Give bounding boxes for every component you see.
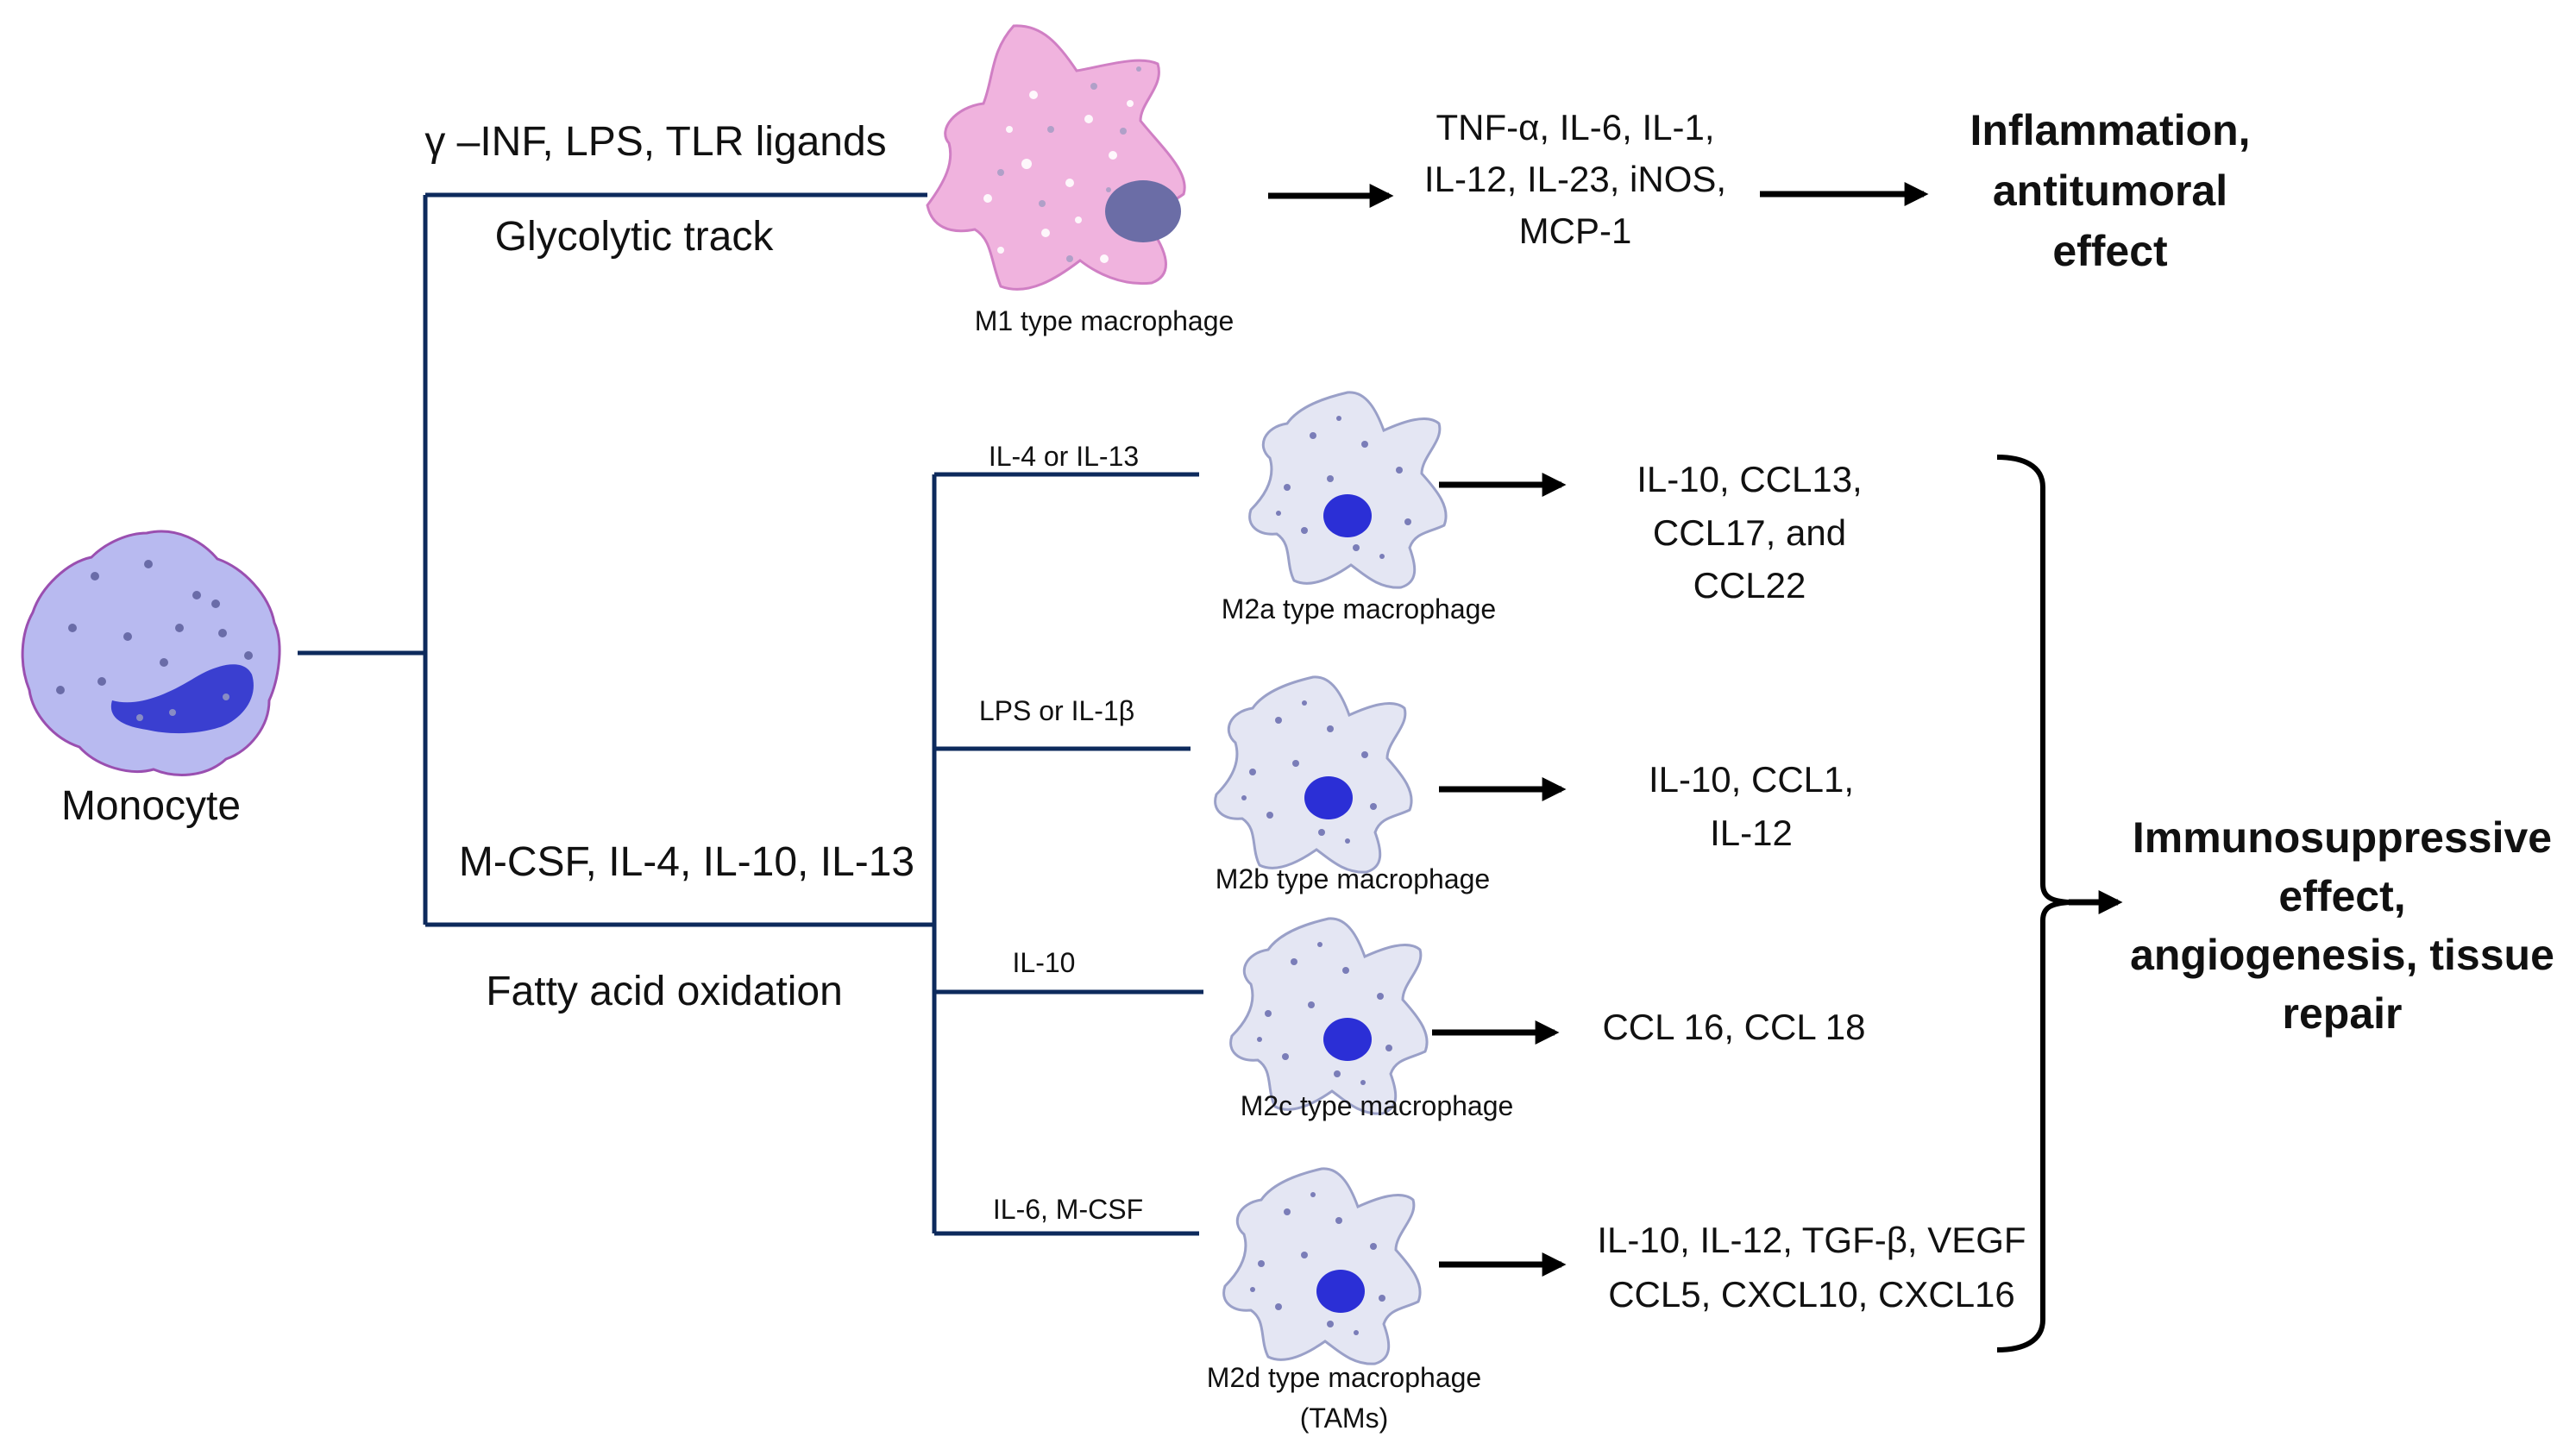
m2-effect-line-3: angiogenesis, tissue [2130, 931, 2554, 979]
m2c-stimulus-label: IL-10 [1013, 947, 1076, 978]
m2d-nucleus [1316, 1270, 1365, 1313]
m1-products-line-1: TNF-α, IL-6, IL-1, [1436, 107, 1715, 147]
m2a-products-line-2: CCL17, and [1653, 512, 1846, 553]
m2a-cell-label: M2a type macrophage [1222, 593, 1496, 624]
m1-macrophage-nucleus [1105, 180, 1181, 242]
m2d-cell-label-tams: (TAMs) [1300, 1403, 1388, 1434]
m2b-macrophage-cell [1214, 675, 1413, 874]
monocyte-nucleus [110, 664, 254, 734]
m1-products-line-2: IL-12, IL-23, iNOS, [1424, 159, 1726, 199]
m2c-products-line-1: CCL 16, CCL 18 [1602, 1007, 1865, 1047]
m2-grouping-brace [1996, 455, 2071, 1352]
m2-pathway-label: Fatty acid oxidation [486, 969, 843, 1014]
m1-macrophage-body [926, 24, 1186, 291]
m1-macrophage-cell [926, 24, 1186, 291]
m2d-cell-label: M2d type macrophage [1207, 1362, 1481, 1393]
m2c-nucleus [1323, 1018, 1372, 1061]
m2-effect-line-4: repair [2283, 989, 2403, 1038]
m1-products-line-3: MCP-1 [1519, 210, 1632, 251]
m2a-stimulus-label: IL-4 or IL-13 [989, 441, 1139, 472]
m2a-nucleus [1323, 494, 1372, 537]
m2a-macrophage-cell [1248, 391, 1448, 589]
m2c-macrophage-cell [1229, 917, 1429, 1115]
m2-effect: Immunosuppressive effect, angiogenesis, … [2130, 813, 2554, 1038]
m1-effect-line-3: effect [2052, 227, 2168, 275]
m2d-products-line-2: CCL5, CXCL10, CXCL16 [1608, 1274, 2015, 1315]
m2a-products-line-3: CCL22 [1693, 565, 1806, 606]
m2a-products: IL-10, CCL13, CCL17, and CCL22 [1637, 459, 1862, 606]
m2b-products: IL-10, CCL1, IL-12 [1649, 759, 1854, 853]
m2c-cell-label: M2c type macrophage [1241, 1090, 1514, 1121]
m2b-products-line-2: IL-12 [1710, 813, 1793, 853]
m2d-products-line-1: IL-10, IL-12, TGF-β, VEGF [1597, 1220, 2026, 1260]
monocyte-label: Monocyte [61, 783, 241, 829]
m1-granules-light [983, 91, 1134, 263]
m2d-stimulus-label: IL-6, M-CSF [993, 1194, 1143, 1225]
m2b-cell-label: M2b type macrophage [1216, 863, 1490, 894]
m1-granules-dark [997, 66, 1141, 262]
m2d-macrophage-cell [1222, 1167, 1422, 1365]
m1-pathway-label: Glycolytic track [495, 214, 775, 260]
m1-effect-line-2: antitumoral [1993, 166, 2227, 215]
m2d-products: IL-10, IL-12, TGF-β, VEGF CCL5, CXCL10, … [1597, 1220, 2026, 1315]
monocyte-cell [21, 530, 281, 776]
monocyte-nucleus-dots [136, 693, 229, 721]
monocyte-granules [56, 560, 253, 694]
m1-products: TNF-α, IL-6, IL-1, IL-12, IL-23, iNOS, M… [1424, 107, 1726, 251]
m2-effect-line-2: effect, [2278, 872, 2405, 920]
m2b-products-line-1: IL-10, CCL1, [1649, 759, 1854, 800]
m2c-products: CCL 16, CCL 18 [1602, 1007, 1865, 1047]
monocyte-body [21, 530, 281, 776]
m1-cell-label: M1 type macrophage [975, 305, 1235, 336]
m1-stimuli-label: γ –INF, LPS, TLR ligands [424, 119, 886, 165]
m2a-products-line-1: IL-10, CCL13, [1637, 459, 1862, 499]
m1-effect-line-1: Inflammation, [1970, 106, 2250, 154]
m2-stimuli-label: M-CSF, IL-4, IL-10, IL-13 [459, 839, 914, 885]
m2-effect-line-1: Immunosuppressive [2133, 813, 2552, 862]
m2b-stimulus-label: LPS or IL-1β [979, 695, 1134, 726]
m1-effect: Inflammation, antitumoral effect [1970, 106, 2250, 275]
tree-lines [298, 192, 1203, 1236]
m2b-nucleus [1304, 776, 1353, 819]
